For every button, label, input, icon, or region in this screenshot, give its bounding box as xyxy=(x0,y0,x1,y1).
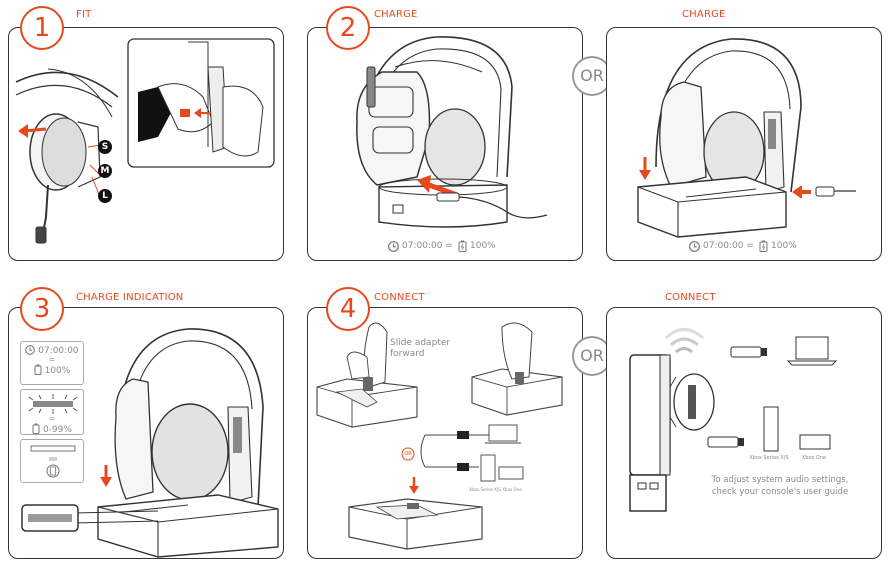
step-number-1: 1 xyxy=(20,6,64,50)
indicator-full: 07:00:00 = 100% xyxy=(20,341,84,385)
clock-icon-dock xyxy=(689,241,700,252)
clock-icon-ind xyxy=(25,345,36,355)
step-heading-connect: CONNECT xyxy=(374,292,425,303)
step-heading-charge-dock: CHARGE xyxy=(682,9,726,20)
charge-time-label-dock: 07:00:00 = xyxy=(703,241,754,251)
indicator-off xyxy=(20,439,84,483)
slide-adapter-text: Slide adapter forward xyxy=(390,338,451,359)
size-badge-s: S xyxy=(98,140,112,154)
size-badge-l: L xyxy=(98,189,112,203)
or-divider-top: OR xyxy=(572,56,612,96)
step-heading-charge-indication: CHARGE INDICATION xyxy=(76,292,184,303)
size-badge-m: M xyxy=(98,164,112,178)
charge-percent-label: 100% xyxy=(470,241,496,251)
or-small-label: OR xyxy=(404,451,412,457)
connect-adapter-illustration xyxy=(316,322,563,550)
audio-settings-line-2: check your console's user guide xyxy=(711,487,849,497)
step-number-4: 4 xyxy=(326,287,370,331)
step-number-3: 3 xyxy=(20,287,64,331)
charge-time-label: 07:00:00 = xyxy=(402,241,453,251)
ind-full-percent: 100% xyxy=(44,366,71,376)
led-off-icon xyxy=(30,445,76,478)
step-heading-connect-usb: CONNECT xyxy=(665,292,716,303)
charge-cable-illustration xyxy=(356,36,548,228)
step-heading-charge: CHARGE xyxy=(374,9,418,20)
ind-equals-1: = xyxy=(48,355,56,364)
indicator-charging: = 0-99% xyxy=(20,389,84,435)
console-label-one-usb: Xbox One xyxy=(801,455,827,461)
connect-usb-illustration xyxy=(629,328,838,512)
battery-icon-ind2 xyxy=(32,423,40,434)
console-label-series: Xbox Series X|S xyxy=(469,487,501,492)
battery-icon-ind xyxy=(34,364,42,375)
led-blink-icon xyxy=(28,394,78,414)
fit-headset-illustration xyxy=(15,38,275,244)
battery-icon xyxy=(458,240,467,252)
step-heading-fit: FIT xyxy=(76,9,92,20)
clock-icon xyxy=(388,241,399,252)
step-number-2: 2 xyxy=(326,6,370,50)
console-label-one: Xbox One xyxy=(502,487,522,492)
ind-full-time: 07:00:00 xyxy=(38,346,79,356)
ind-equals-2: = xyxy=(48,414,56,423)
charge-dock-illustration xyxy=(637,38,856,238)
charge-indication-illustration xyxy=(21,328,279,558)
battery-icon-dock xyxy=(759,240,768,252)
audio-settings-line-1: To adjust system audio settings, xyxy=(711,475,849,485)
console-label-series-usb: Xbox Series X|S xyxy=(749,455,789,461)
ind-partial-percent: 0-99% xyxy=(42,425,72,435)
charge-percent-label-dock: 100% xyxy=(771,241,797,251)
